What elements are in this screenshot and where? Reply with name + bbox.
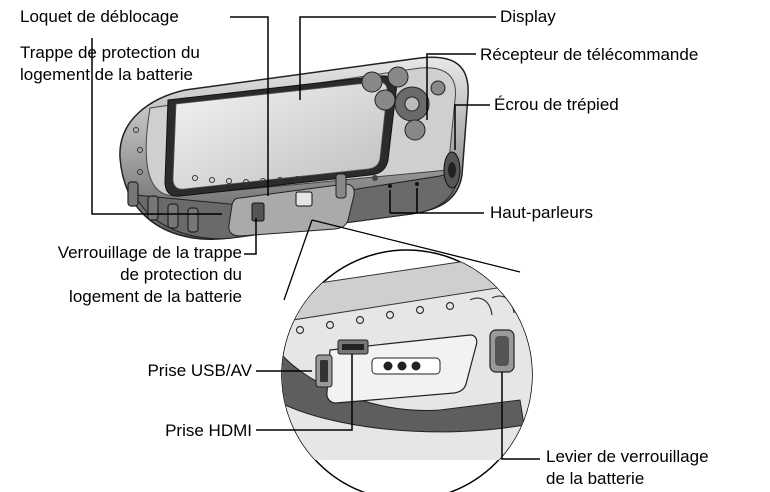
- leader-display: [299, 16, 496, 100]
- leader-hdmi: [256, 354, 353, 431]
- leader-cover-lock: [244, 218, 257, 255]
- leader-battery-lock: [501, 372, 540, 460]
- label-release-latch: Loquet de déblocage: [20, 7, 179, 26]
- leader-battery-cover: [91, 38, 222, 215]
- label-hdmi: Prise HDMI: [165, 421, 252, 440]
- zoom-detail-circle: [281, 219, 533, 492]
- leader-tripod-socket: [454, 104, 490, 150]
- label-battery-lock-line1: Levier de verrouillage: [546, 447, 709, 466]
- label-cover-lock-line1: Verrouillage de la trappe: [57, 243, 242, 262]
- label-cover-lock-line3: logement de la batterie: [69, 287, 242, 306]
- camera-body: [119, 56, 469, 240]
- label-battery-cover-line2: logement de la batterie: [20, 65, 193, 84]
- label-cover-lock: Verrouillage de la trappe de protection …: [4, 242, 242, 308]
- label-cover-lock-line2: de protection du: [120, 265, 242, 284]
- label-battery-lock-line2: de la batterie: [546, 469, 645, 488]
- leader-lines: [91, 16, 540, 460]
- leader-release-latch: [230, 16, 269, 196]
- label-speakers: Haut-parleurs: [490, 203, 593, 222]
- leader-remote-receiver: [426, 53, 476, 120]
- label-remote-receiver: Récepteur de télécommande: [480, 45, 699, 64]
- label-battery-cover-line1: Trappe de protection du: [20, 43, 200, 62]
- label-usb-av: Prise USB/AV: [147, 361, 252, 380]
- label-battery-lock: Levier de verrouillage de la batterie: [546, 446, 709, 490]
- label-display: Display: [500, 7, 556, 26]
- label-battery-cover: Trappe de protection du logement de la b…: [20, 42, 200, 86]
- label-tripod-socket: Écrou de trépied: [494, 95, 619, 114]
